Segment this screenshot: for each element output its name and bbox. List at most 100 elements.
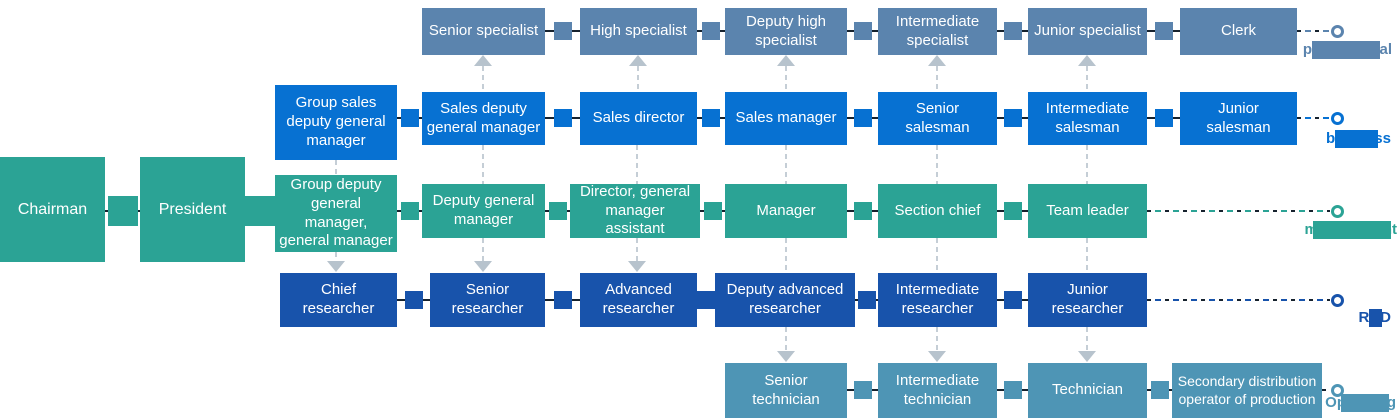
org-box-chief-researcher: Chief researcher bbox=[280, 273, 397, 327]
connector-square bbox=[857, 291, 876, 309]
arrow-up-icon bbox=[928, 55, 946, 66]
org-box-sales-director: Sales director bbox=[580, 92, 697, 145]
vertical-connector bbox=[335, 252, 337, 261]
row-endpoint-circle-icon bbox=[1331, 294, 1344, 307]
org-box-group-deputy-general-manager-general-manager: Group deputy general manager, general ma… bbox=[275, 175, 397, 252]
arrow-up-icon bbox=[474, 55, 492, 66]
label-cover-bar bbox=[1311, 41, 1380, 59]
connector-square bbox=[1003, 109, 1022, 127]
org-box-section-chief: Section chief bbox=[878, 184, 997, 238]
connector-square bbox=[1003, 291, 1022, 309]
row-label-operating: Operating bbox=[1325, 394, 1396, 412]
row-endpoint-line bbox=[1147, 210, 1330, 212]
org-box-sales-manager: Sales manager bbox=[725, 92, 847, 145]
row-label-rnd: R&D bbox=[1359, 309, 1391, 327]
org-box-junior-specialist: Junior specialist bbox=[1028, 8, 1147, 55]
connector-square bbox=[553, 291, 572, 309]
org-box-director-general-manager-assistant: Director, general manager assistant bbox=[570, 183, 700, 238]
arrow-down-icon bbox=[327, 261, 345, 272]
connector-square bbox=[404, 291, 423, 309]
vertical-connector bbox=[785, 238, 787, 273]
vertical-connector bbox=[482, 238, 484, 261]
org-box-sales-deputy-general-manager: Sales deputy general manager bbox=[422, 92, 545, 145]
arrow-up-icon bbox=[629, 55, 647, 66]
org-box-team-leader: Team leader bbox=[1028, 184, 1147, 238]
vertical-connector bbox=[1086, 66, 1088, 92]
row-endpoint-circle-icon bbox=[1331, 205, 1344, 218]
org-box-intermediate-salesman: Intermediate salesman bbox=[1028, 92, 1147, 145]
connector-square bbox=[1154, 22, 1173, 40]
vertical-connector bbox=[1086, 145, 1088, 184]
connector-square bbox=[1150, 381, 1169, 399]
arrow-up-icon bbox=[777, 55, 795, 66]
arrow-down-icon bbox=[628, 261, 646, 272]
connector-square bbox=[702, 109, 720, 127]
org-box-group-sales-deputy-general-manager: Group sales deputy general manager bbox=[275, 85, 397, 160]
vertical-connector bbox=[1086, 327, 1088, 351]
org-box-secondary-distribution-operator-of-production: Secondary distribution operator of produ… bbox=[1172, 363, 1322, 418]
arrow-down-icon bbox=[1078, 351, 1096, 362]
org-box-deputy-advanced-researcher: Deputy advanced researcher bbox=[715, 273, 855, 327]
vertical-connector bbox=[637, 66, 639, 92]
vertical-connector bbox=[636, 145, 638, 184]
org-box-clerk: Clerk bbox=[1180, 8, 1297, 55]
org-box-senior-technician: Senior technician bbox=[725, 363, 847, 418]
row-endpoint-line bbox=[1297, 117, 1330, 119]
vertical-connector bbox=[636, 238, 638, 261]
arrow-down-icon bbox=[777, 351, 795, 362]
connector-square bbox=[1003, 22, 1022, 40]
vertical-connector bbox=[936, 66, 938, 92]
row-endpoint-circle-icon bbox=[1331, 25, 1344, 38]
connector-square bbox=[400, 109, 419, 127]
connector-square bbox=[697, 291, 715, 309]
row-endpoint-circle-icon bbox=[1331, 112, 1344, 125]
connector-square bbox=[553, 109, 572, 127]
org-box-intermediate-specialist: Intermediate specialist bbox=[878, 8, 997, 55]
vertical-connector bbox=[335, 160, 337, 175]
connector-square bbox=[1003, 202, 1022, 220]
arrow-up-icon bbox=[1078, 55, 1096, 66]
org-box-junior-salesman: Junior salesman bbox=[1180, 92, 1297, 145]
org-box-junior-researcher: Junior researcher bbox=[1028, 273, 1147, 327]
org-box-advanced-researcher: Advanced researcher bbox=[580, 273, 697, 327]
row-endpoint-line bbox=[1147, 299, 1330, 301]
arrow-down-icon bbox=[474, 261, 492, 272]
org-box-high-specialist: High specialist bbox=[580, 8, 697, 55]
row-label-management: management bbox=[1304, 221, 1397, 239]
org-box-deputy-high-specialist: Deputy high specialist bbox=[725, 8, 847, 55]
org-box-technician: Technician bbox=[1028, 363, 1147, 418]
org-box-president: President bbox=[140, 157, 245, 262]
vertical-connector bbox=[936, 238, 938, 273]
connector-square bbox=[400, 202, 419, 220]
label-cover-bar bbox=[1340, 394, 1389, 412]
vertical-connector bbox=[936, 327, 938, 351]
connector-square bbox=[1003, 381, 1022, 399]
label-cover-bar bbox=[1312, 221, 1391, 239]
vertical-connector bbox=[482, 66, 484, 92]
org-box-senior-specialist: Senior specialist bbox=[422, 8, 545, 55]
org-box-senior-salesman: Senior salesman bbox=[878, 92, 997, 145]
connector-square bbox=[548, 202, 567, 220]
connector-square bbox=[107, 196, 138, 226]
org-box-deputy-general-manager: Deputy general manager bbox=[422, 184, 545, 238]
connector-square bbox=[702, 22, 720, 40]
label-cover-bar bbox=[1335, 130, 1378, 148]
row-endpoint-line bbox=[1322, 389, 1330, 391]
connector-square bbox=[853, 109, 872, 127]
row-label-professional: professional bbox=[1303, 41, 1392, 59]
row-label-business: business bbox=[1326, 130, 1391, 148]
vertical-connector bbox=[785, 145, 787, 184]
connector-square bbox=[703, 202, 722, 220]
vertical-connector bbox=[936, 145, 938, 184]
connector-square bbox=[853, 381, 872, 399]
connector-square bbox=[553, 22, 572, 40]
org-box-senior-researcher: Senior researcher bbox=[430, 273, 545, 327]
row-endpoint-line bbox=[1297, 30, 1330, 32]
label-cover-bar bbox=[1368, 309, 1382, 327]
connector-square bbox=[1154, 109, 1173, 127]
org-box-chairman: Chairman bbox=[0, 157, 105, 262]
org-box-manager: Manager bbox=[725, 184, 847, 238]
org-box-intermediate-technician: Intermediate technician bbox=[878, 363, 997, 418]
connector-square bbox=[853, 22, 872, 40]
